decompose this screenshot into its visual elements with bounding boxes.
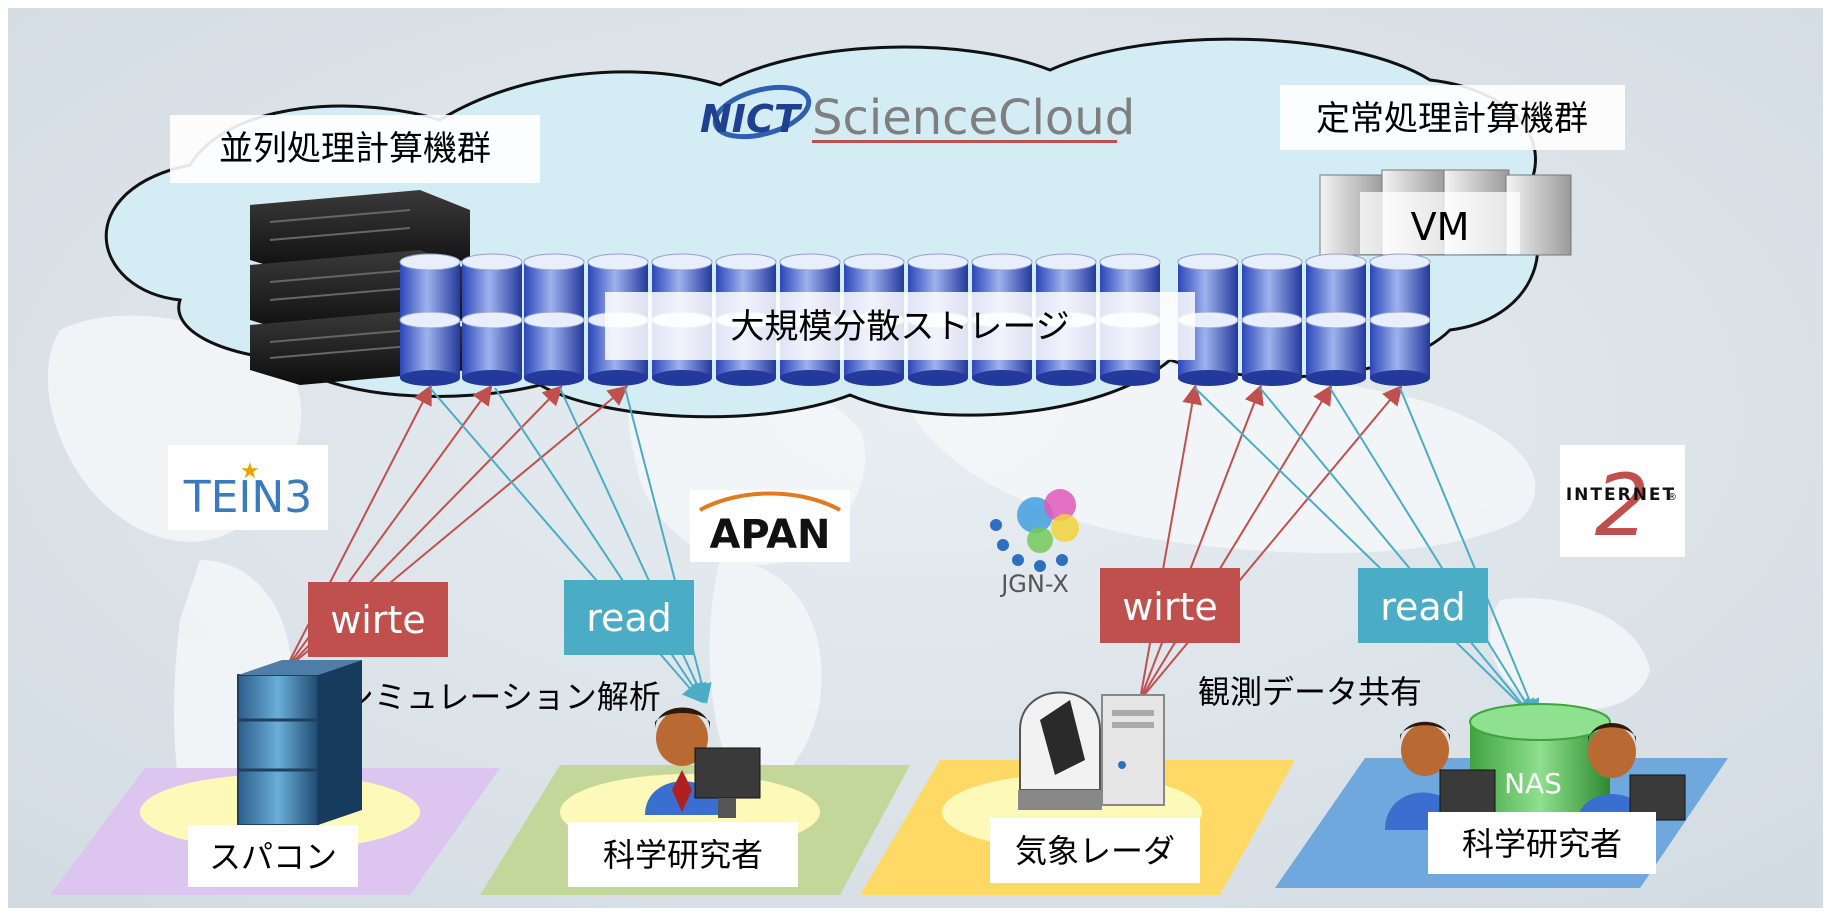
weather-radar-icon [1018, 691, 1165, 810]
supercomputer-icon [237, 660, 362, 826]
write-tag-right-text: wirte [1122, 585, 1218, 629]
scientist-left-icon [1385, 721, 1496, 830]
read-arrow-right-4 [1399, 387, 1540, 720]
storage-disk-icon [1305, 311, 1367, 386]
storage-disk-icon [1241, 311, 1303, 386]
internet2-logo: 2 INTERNET ® [1560, 445, 1685, 557]
write-tag-left-text: wirte [330, 598, 426, 642]
write-tag-left [308, 582, 448, 657]
jgn-x-logo-text: JGN-X [999, 570, 1069, 598]
tein3-logo-text: TEIN3 [183, 472, 313, 523]
scientist-1-label-box [568, 822, 798, 887]
scientist-2-label: 科学研究者 [1462, 825, 1622, 863]
scientist-at-computer-icon [645, 707, 761, 818]
science-cloud-logo-text: ScienceCloud [812, 90, 1135, 146]
nict-logo-text: NICT [700, 97, 803, 141]
routine-computers-label-box [1280, 85, 1625, 150]
weather-radar-label: 気象レーダ [1015, 832, 1175, 870]
read-arrow-right-2 [1259, 387, 1535, 720]
supercomputer-label: スパコン [209, 838, 337, 876]
write-tag-right [1100, 568, 1240, 643]
read-tag-left [564, 580, 694, 655]
nas-label: NAS [1504, 767, 1562, 800]
parallel-computers-label: 並列処理計算機群 [219, 129, 491, 169]
jgn-x-logo: JGN-X [990, 489, 1079, 598]
tein3-logo: TEIN3 ★ [168, 445, 328, 530]
apan-logo: APAN [690, 490, 850, 562]
storage-disk-icon [461, 311, 523, 386]
write-arrow-right-2 [1139, 384, 1264, 701]
logo-underline [812, 140, 1117, 143]
internet2-logo-text: INTERNET [1566, 485, 1676, 505]
vm-server-group-icon [1319, 169, 1572, 256]
internet2-registered-mark: ® [1667, 492, 1677, 503]
simulation-analysis-caption: シミュレーション解析 [342, 678, 661, 716]
vm-label: VM [1411, 205, 1470, 249]
storage-disk-icon [399, 311, 461, 386]
storage-label-box [605, 292, 1195, 360]
parallel-computers-label-box [170, 115, 540, 183]
write-arrow-right-3 [1139, 384, 1333, 701]
read-arrow-right-1 [1194, 387, 1535, 719]
write-arrow-right-1 [1139, 384, 1203, 701]
vm-label-box [1360, 192, 1520, 254]
supercomputer-label-box [188, 825, 358, 887]
weather-radar-label-box [990, 818, 1200, 883]
read-tag-right [1358, 568, 1488, 643]
read-tag-left-text: read [586, 596, 672, 640]
observation-data-sharing-caption: 観測データ共有 [1198, 673, 1422, 711]
read-arrow-right-3 [1329, 387, 1537, 720]
scientist-1-label: 科学研究者 [603, 836, 763, 874]
storage-disk-icon [1241, 253, 1303, 328]
write-arrow-right-4 [1139, 384, 1403, 701]
nict-science-cloud-logo: NICT ScienceCloud [700, 84, 1135, 146]
scientist-2-label-box [1428, 812, 1656, 874]
storage-disk-icon [523, 311, 585, 386]
read-tag-right-text: read [1380, 585, 1466, 629]
routine-computers-label: 定常処理計算機群 [1316, 99, 1588, 139]
star-icon: ★ [240, 459, 260, 484]
internet2-number: 2 [1595, 456, 1650, 556]
storage-label: 大規模分散ストレージ [730, 307, 1069, 347]
apan-logo-text: APAN [709, 512, 830, 558]
storage-disk-icon [1369, 311, 1431, 386]
